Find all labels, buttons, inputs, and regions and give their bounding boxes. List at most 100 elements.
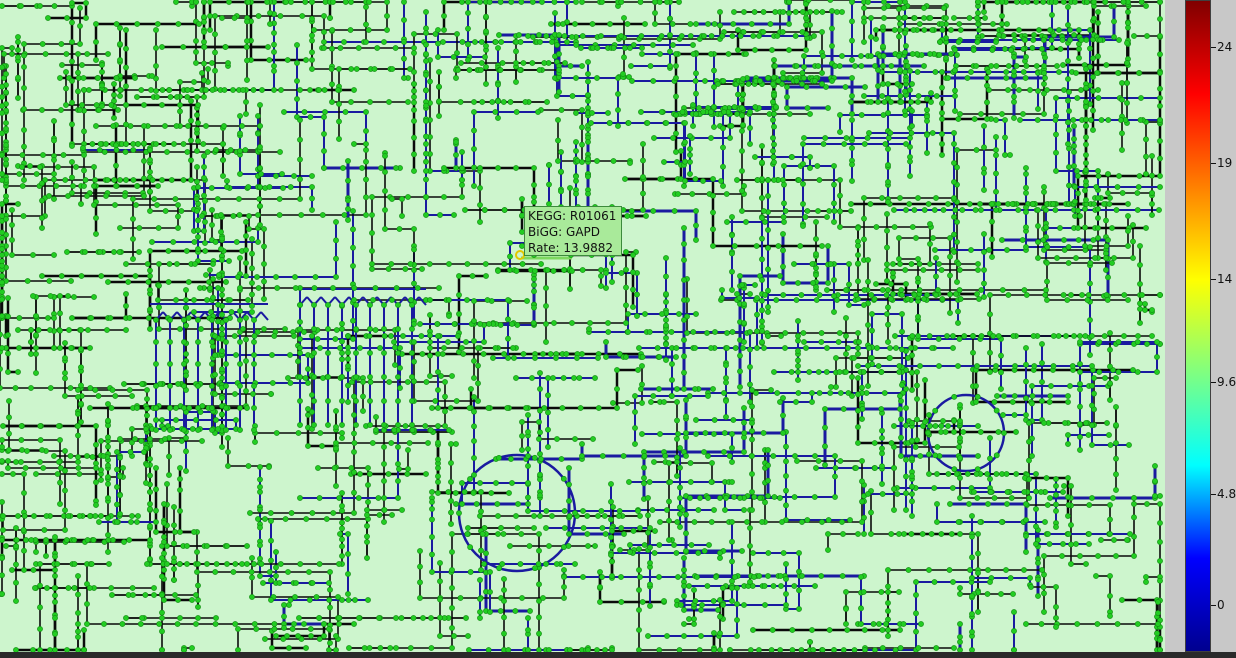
metabolite-node [1075, 621, 1080, 626]
metabolite-node [84, 621, 89, 626]
metabolite-node [98, 141, 103, 146]
metabolite-node [337, 345, 342, 350]
metabolite-node [836, 339, 841, 344]
metabolite-node [285, 57, 290, 62]
metabolite-node [21, 567, 26, 572]
metabolite-node [731, 417, 736, 422]
metabolite-node [936, 261, 941, 266]
metabolite-node [297, 336, 302, 341]
metabolite-node [1065, 76, 1070, 81]
metabolite-node [686, 616, 691, 621]
metabolite-node [754, 329, 759, 334]
metabolite-node [889, 531, 894, 536]
metabolite-node [873, 281, 878, 286]
metabolite-node [75, 51, 80, 56]
metabolite-node [1143, 3, 1148, 8]
metabolite-node [105, 418, 110, 423]
metabolite-node [729, 539, 734, 544]
metabolic-network[interactable] [0, 0, 1165, 658]
metabolite-node [681, 593, 686, 598]
metabolite-node [564, 351, 569, 356]
metabolite-node [219, 326, 224, 331]
metabolite-node [683, 548, 688, 553]
metabolite-node [569, 320, 574, 325]
metabolite-node [1071, 136, 1076, 141]
metabolite-node [996, 32, 1001, 37]
metabolite-node [924, 107, 929, 112]
metabolite-node [839, 9, 844, 14]
metabolite-node [515, 525, 520, 530]
metabolite-node [1053, 168, 1058, 173]
metabolite-node [171, 523, 176, 528]
metabolite-node [1065, 432, 1070, 437]
metabolite-node [701, 449, 706, 454]
metabolite-node [1006, 292, 1011, 297]
metabolite-node [724, 191, 729, 196]
metabolite-node [257, 525, 262, 530]
metabolite-node [3, 142, 8, 147]
metabolite-node [796, 588, 801, 593]
metabolite-node [1113, 404, 1118, 409]
metabolite-node [742, 430, 747, 435]
metabolite-node [225, 435, 230, 440]
metabolite-node [834, 9, 839, 14]
metabolite-node [150, 177, 155, 182]
metabolite-node [306, 569, 311, 574]
metabolite-node [131, 177, 136, 182]
metabolite-node [58, 107, 63, 112]
metabolite-node [822, 406, 827, 411]
metabolite-node [934, 519, 939, 524]
metabolite-node [105, 463, 110, 468]
metabolite-node [1124, 537, 1129, 542]
metabolite-node [729, 459, 734, 464]
metabolite-node [1075, 95, 1080, 100]
metabolite-node [81, 129, 86, 134]
metabolite-node [195, 102, 200, 107]
metabolite-node [88, 385, 93, 390]
metabolite-node [796, 569, 801, 574]
metabolite-node [345, 571, 350, 576]
metabolite-node [339, 503, 344, 508]
metabolite-node [711, 507, 716, 512]
metabolite-node [261, 326, 266, 331]
metabolite-node [794, 297, 799, 302]
metabolite-node [54, 183, 59, 188]
metabolite-node [639, 400, 644, 405]
metabolite-node [761, 29, 766, 34]
metabolite-node [939, 85, 944, 90]
metabolite-node [391, 339, 396, 344]
metabolite-node [193, 621, 198, 626]
metabolite-node [0, 263, 5, 268]
metabolite-node [549, 513, 554, 518]
metabolite-node [668, 479, 673, 484]
metabolite-node [958, 27, 963, 32]
metabolite-node [943, 55, 948, 60]
metabolite-node [616, 513, 621, 518]
metabolite-node [195, 228, 200, 233]
metabolite-node [33, 351, 38, 356]
metabolite-node [272, 621, 277, 626]
metabolite-node [879, 481, 884, 486]
metabolite-node [139, 438, 144, 443]
metabolite-node [891, 486, 896, 491]
metabolite-node [1077, 553, 1082, 558]
metabolite-node [134, 183, 139, 188]
metabolite-node [719, 287, 724, 292]
metabolite-node [201, 94, 206, 99]
metabolite-node [0, 297, 5, 302]
metabolite-node [153, 141, 158, 146]
metabolite-node [868, 531, 873, 536]
metabolite-node [161, 539, 166, 544]
metabolite-node [932, 247, 937, 252]
metabolite-node [903, 507, 908, 512]
metabolite-node [537, 451, 542, 456]
metabolite-node [143, 480, 148, 485]
metabolic-map-canvas[interactable]: KEGG: R01061 BiGG: GAPD Rate: 13.9882 [0, 0, 1165, 658]
metabolite-node [783, 576, 788, 581]
metabolite-node [873, 36, 878, 41]
metabolite-node [909, 261, 914, 266]
metabolite-node [1137, 320, 1142, 325]
metabolite-node [1095, 206, 1100, 211]
metabolite-node [183, 323, 188, 328]
metabolite-node [822, 425, 827, 430]
